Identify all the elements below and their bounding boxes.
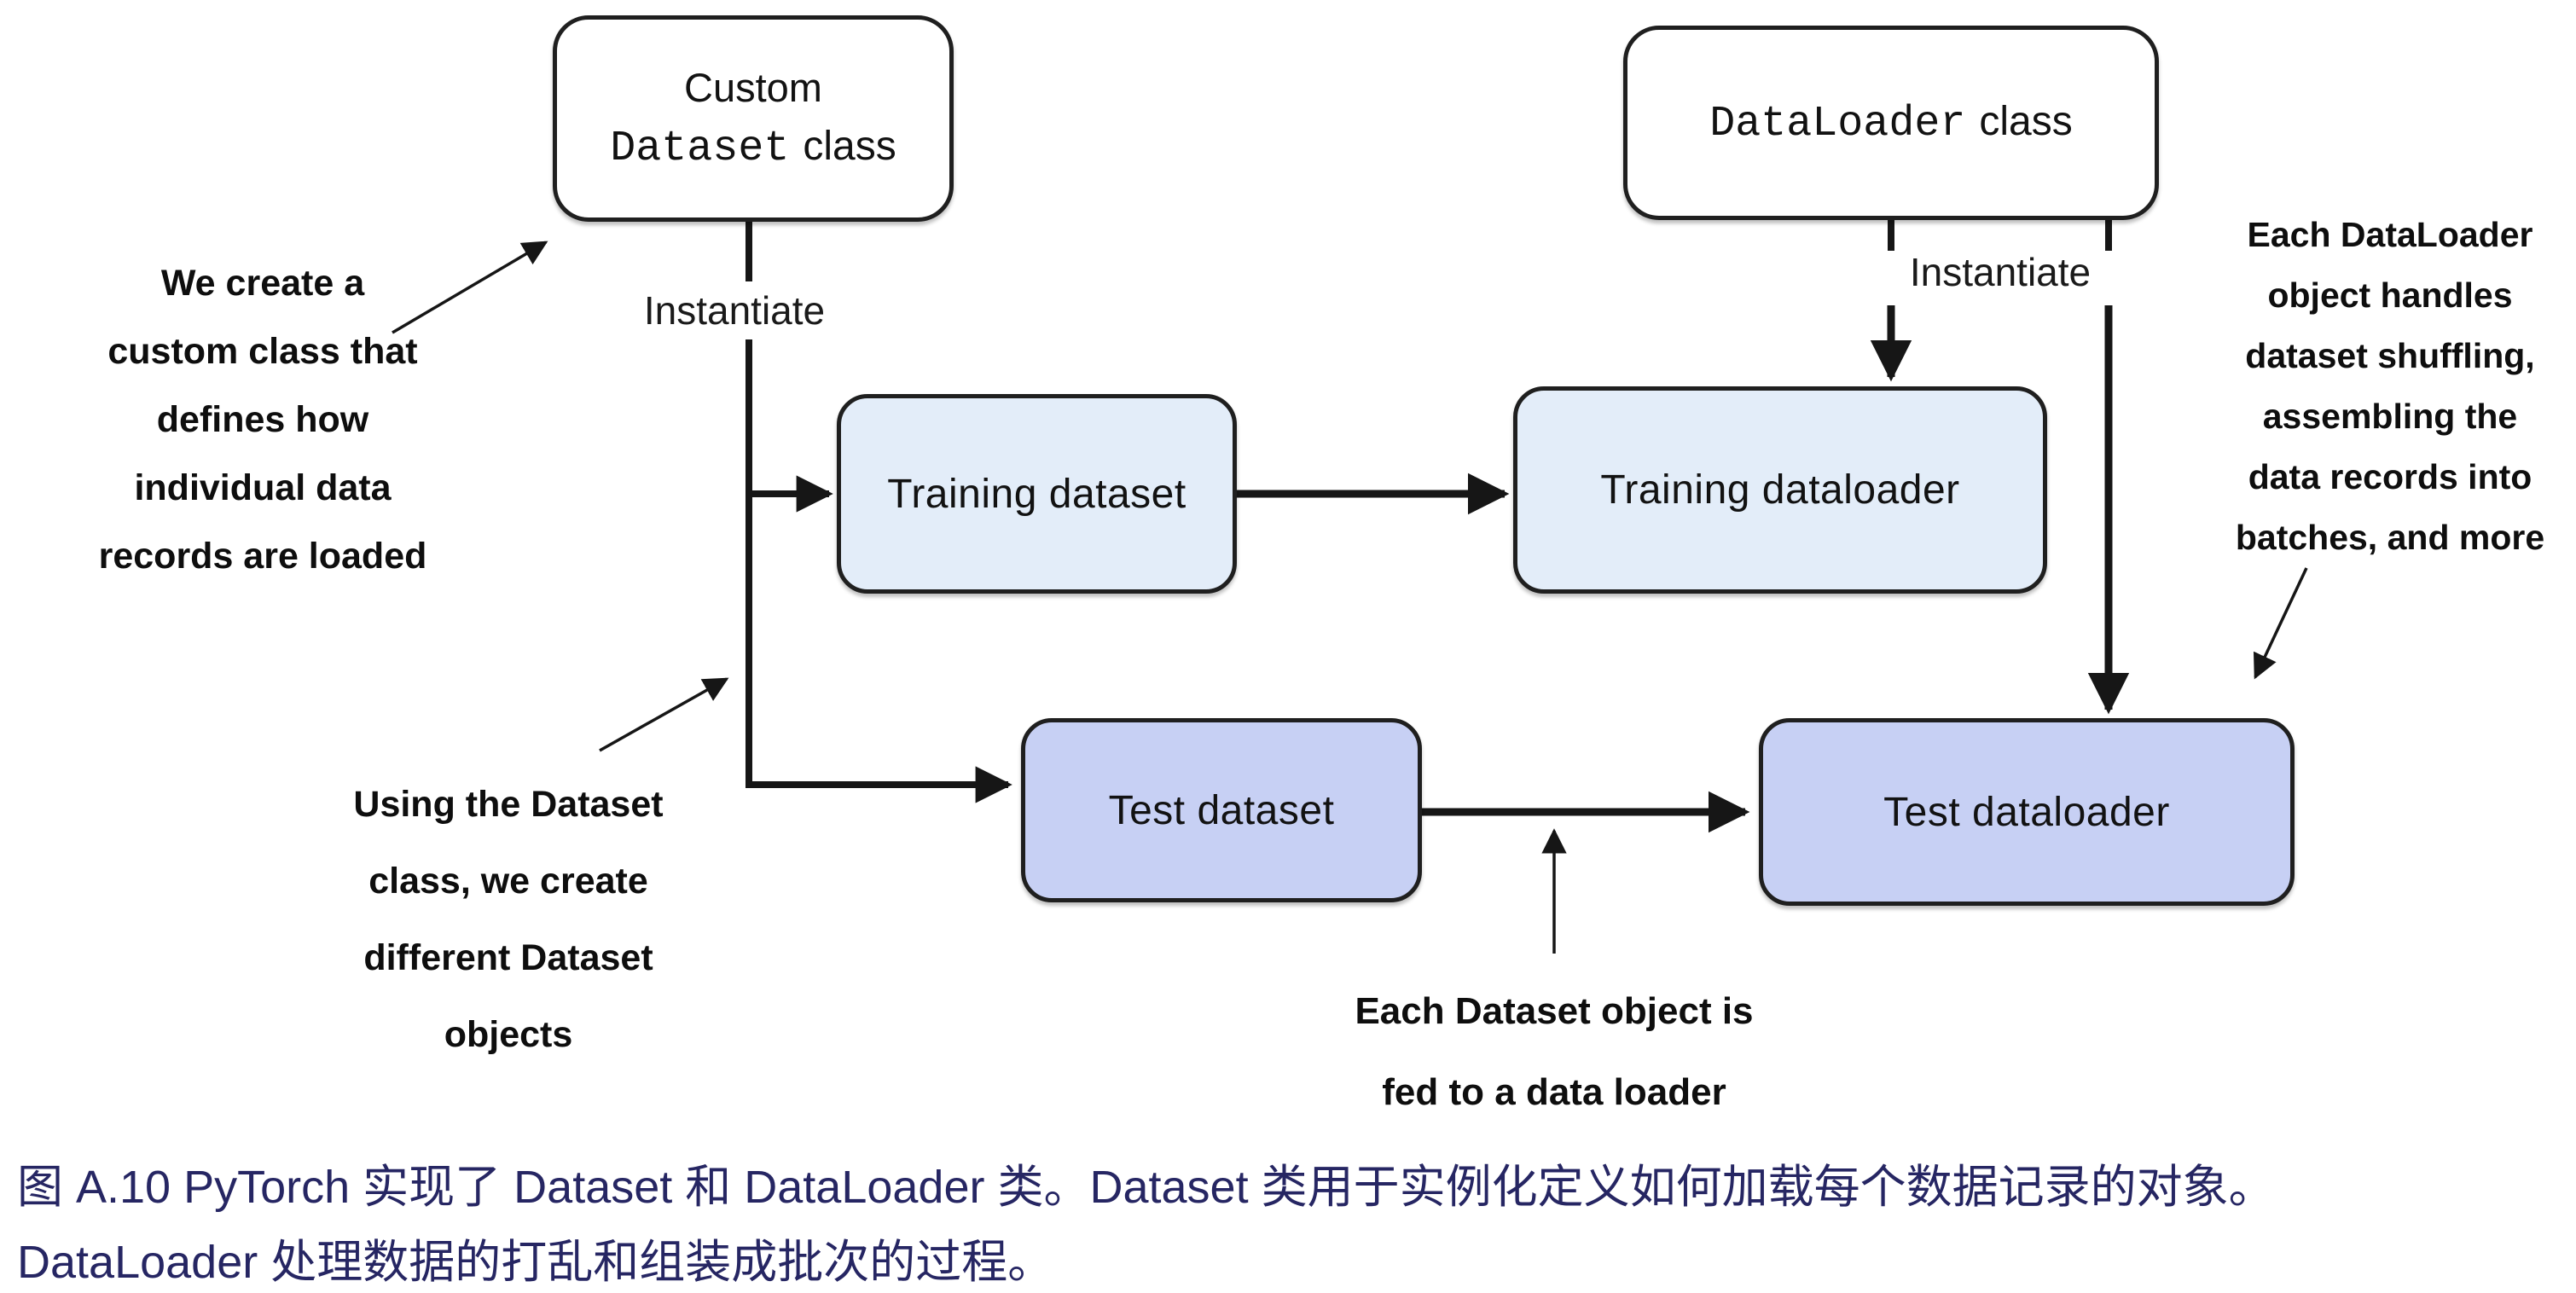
training-dataset-label: Training dataset	[887, 471, 1186, 517]
dataloader-handles-annotation-arrow	[2253, 567, 2308, 680]
annotation-create-custom-class: We create a custom class that defines ho…	[98, 263, 427, 577]
instantiate-label-left: Instantiate	[643, 288, 826, 333]
dataloader-class-title: DataLoader class	[1709, 98, 2072, 148]
training-dataloader-label: Training dataloader	[1600, 467, 1960, 513]
dataloader-class-box: DataLoader class	[1623, 26, 2159, 220]
test-dataloader-box: Test dataloader	[1759, 718, 2295, 906]
training-dataloader-box: Training dataloader	[1513, 386, 2047, 594]
custom-dataset-class-title: Custom	[684, 65, 822, 110]
create-custom-annotation-arrow	[392, 241, 548, 334]
instantiate-label-right: Instantiate	[1909, 250, 2092, 294]
dataset-class-word: class	[803, 124, 896, 169]
custom-to-test-dataset-elbow-arrow	[746, 339, 1012, 803]
test-dataset-label: Test dataset	[1108, 787, 1335, 833]
test-dataset-box: Test dataset	[1021, 718, 1422, 902]
annotation-dataloader-handles: Each DataLoader object handles dataset s…	[2235, 215, 2545, 557]
custom-dataset-class-box: Custom Dataset class	[553, 15, 954, 222]
annotation-using-dataset-class: Using the Dataset class, we create diffe…	[353, 784, 664, 1055]
annotation-dataset-fed: Each Dataset object is fed to a data loa…	[1355, 990, 1754, 1113]
custom-dataset-class-subtitle: Dataset class	[610, 123, 896, 173]
dataloader-code-word: DataLoader	[1709, 99, 1966, 148]
dataset-code-word: Dataset	[610, 125, 790, 173]
dataloader-class-word: class	[1979, 98, 2073, 144]
test-dataloader-label: Test dataloader	[1883, 789, 2170, 835]
figure-caption: 图 A.10 PyTorch 实现了 Dataset 和 DataLoader …	[17, 1162, 2275, 1288]
using-dataset-annotation-arrow	[599, 677, 729, 752]
training-dataset-box: Training dataset	[837, 394, 1237, 594]
